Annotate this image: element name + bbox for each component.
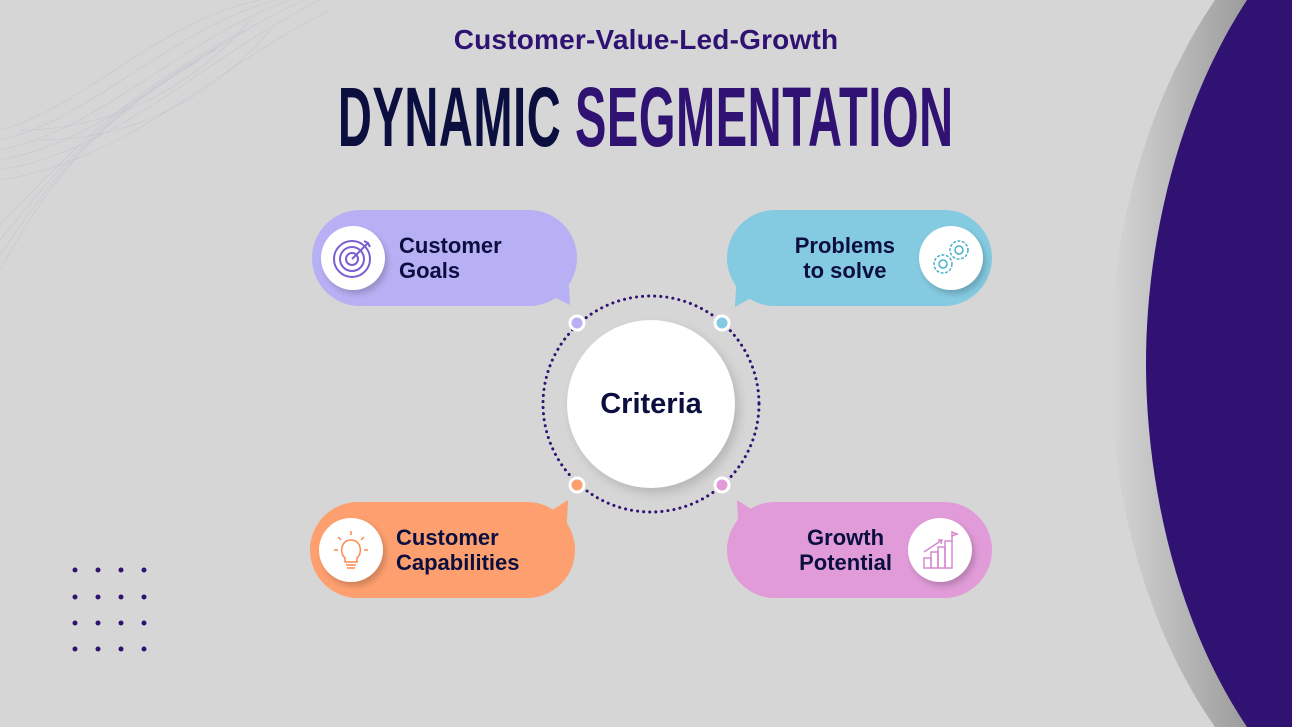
lightbulb-icon <box>319 518 383 582</box>
subtitle: Customer-Value-Led-Growth <box>453 24 839 55</box>
node-dot-growth <box>713 476 731 494</box>
growth-chart-icon <box>908 518 972 582</box>
criteria-center-circle: Criteria <box>567 320 735 488</box>
dotted-ring <box>541 294 761 514</box>
purple-side-shape <box>1146 0 1292 727</box>
title-part-segmentation: SEGMENTATION <box>575 70 954 164</box>
title-part-dynamic: DYNAMIC <box>338 70 562 164</box>
node-dot-goals <box>568 314 586 332</box>
gears-icon <box>919 226 983 290</box>
node-dot-problems <box>713 314 731 332</box>
wave-lines-decoration <box>0 0 331 271</box>
dot-grid-decoration <box>72 567 147 652</box>
page-title: DYNAMIC SEGMENTATION <box>0 72 1292 162</box>
target-icon <box>321 226 385 290</box>
node-dot-capabilities <box>568 476 586 494</box>
